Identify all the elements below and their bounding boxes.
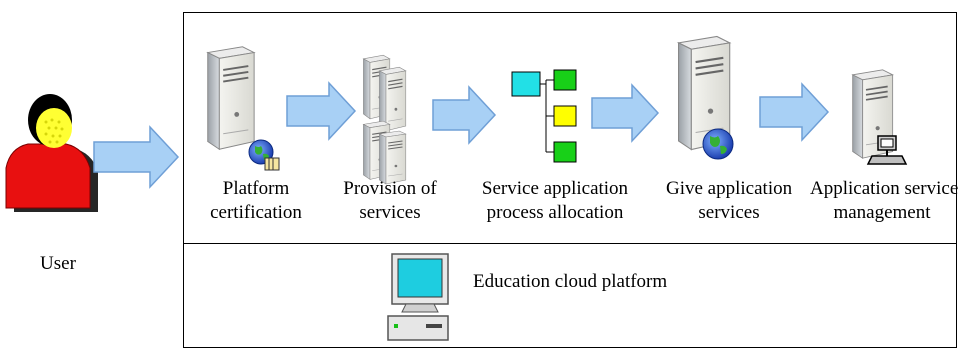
step-application-service-management: Application service management bbox=[810, 177, 959, 225]
desktop-computer-icon bbox=[387, 253, 449, 341]
globe-icon bbox=[248, 139, 280, 171]
computer-tool-icon bbox=[866, 135, 908, 165]
user-label: User bbox=[40, 253, 76, 274]
education-cloud-frame bbox=[183, 12, 957, 348]
globe-icon bbox=[702, 128, 734, 160]
step-label-line2: process allocation bbox=[486, 202, 624, 223]
arrow-step-4 bbox=[759, 82, 830, 142]
step-give-application-services: Give application services bbox=[666, 177, 792, 225]
arrow-step-3 bbox=[591, 83, 660, 143]
step-label-line1: Application service bbox=[810, 178, 959, 199]
step-platform-certification: Platform certification bbox=[196, 177, 316, 225]
step-label-line2: services bbox=[359, 202, 421, 223]
arrow-step-2 bbox=[432, 85, 497, 145]
platform-label: Education cloud platform bbox=[473, 271, 668, 292]
flowchart-icon bbox=[511, 69, 577, 163]
step-label-line1: Give application bbox=[666, 178, 793, 199]
step-label-line1: Service application bbox=[481, 178, 629, 199]
server-cluster-icon bbox=[362, 54, 407, 185]
step-label-line1: Platform bbox=[222, 178, 290, 199]
step-service-application-process-allocation: Service application process allocation bbox=[478, 177, 632, 225]
frame-divider bbox=[183, 243, 957, 244]
step-provision-of-services: Provision of services bbox=[326, 177, 454, 225]
arrow-step-1 bbox=[286, 81, 357, 141]
step-label-line2: management bbox=[833, 202, 931, 223]
step-label-line1: Provision of bbox=[343, 178, 437, 199]
user-icon bbox=[5, 94, 98, 212]
step-label-line2: services bbox=[698, 202, 760, 223]
step-label-line2: certification bbox=[210, 202, 302, 223]
arrow-user-to-platform bbox=[93, 125, 180, 189]
